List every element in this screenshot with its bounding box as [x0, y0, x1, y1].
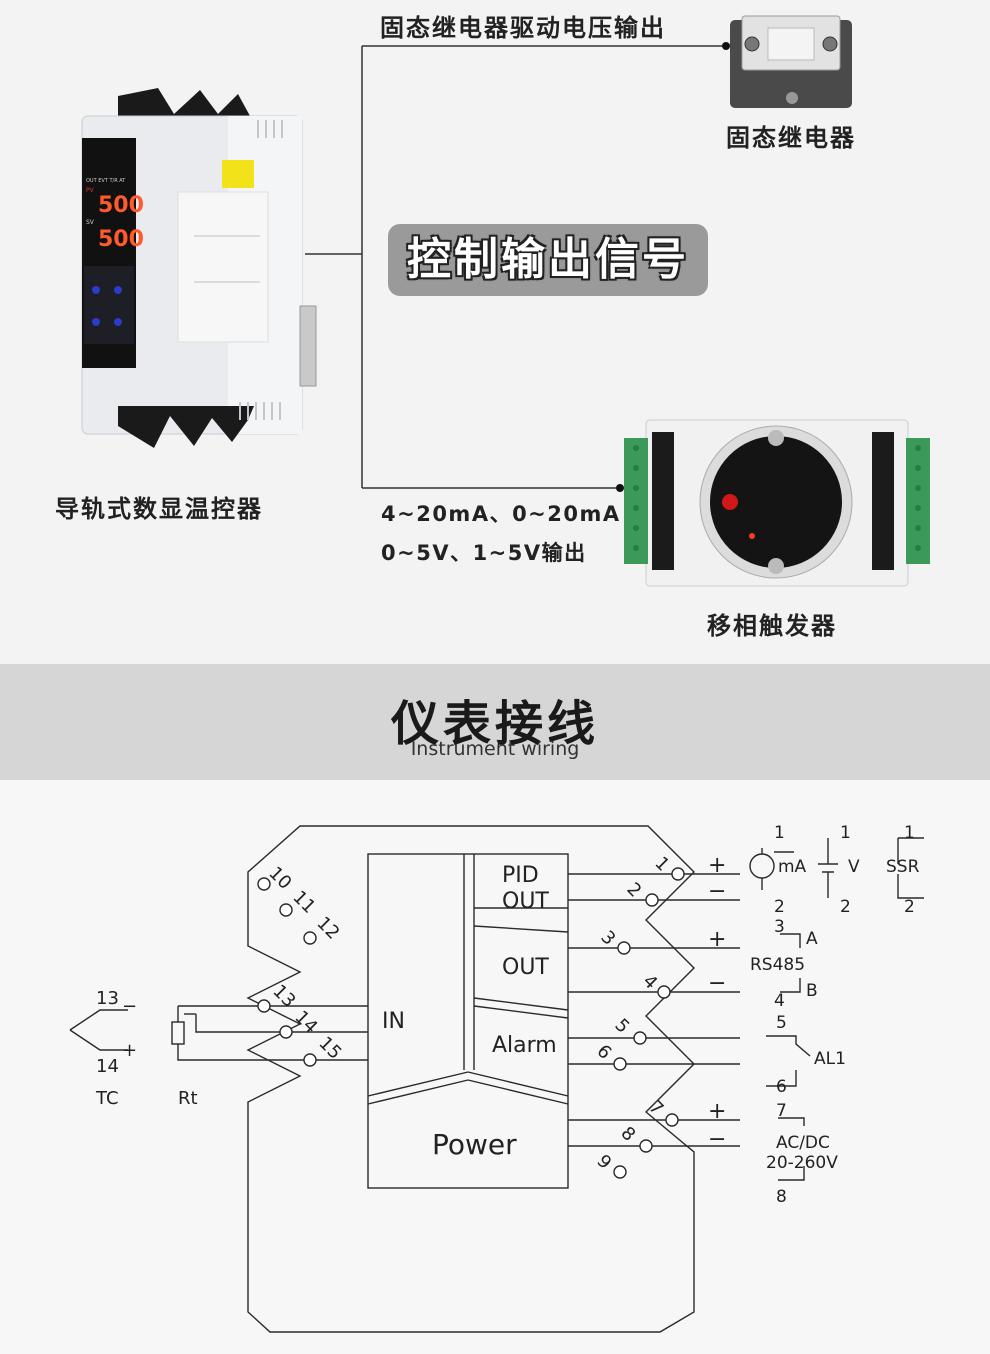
terminal-10: 10: [264, 863, 295, 894]
analog-ssr-n1: 1: [904, 823, 915, 843]
terminal-14: 14: [290, 1007, 321, 1038]
terminal-11: 11: [288, 887, 319, 918]
power-acdc: AC/DC: [776, 1133, 830, 1153]
pv-display: 500: [98, 193, 144, 218]
terminal-12: 12: [312, 913, 343, 944]
tc-minus: −: [122, 996, 137, 1017]
terminal-15: 15: [314, 1033, 345, 1064]
sv-display: 500: [98, 227, 144, 252]
wiring-section: [0, 780, 990, 1354]
sign-plus-1: +: [708, 853, 726, 878]
sign-plus-7: +: [708, 1099, 726, 1124]
control-output-box: [388, 224, 708, 296]
terminal-7: 7: [644, 1097, 667, 1120]
sign-minus-2: −: [708, 879, 726, 904]
sign-plus-3: +: [708, 927, 726, 952]
al1-label: AL1: [814, 1049, 846, 1069]
pid-out-label-2: OUT: [502, 889, 549, 914]
terminal-5: 5: [610, 1015, 633, 1038]
tc-label: TC: [95, 1088, 119, 1109]
power-n7: 7: [776, 1101, 787, 1121]
analog-v-label: V: [848, 857, 860, 877]
analog-ma-n1: 1: [774, 823, 785, 843]
sign-minus-8: −: [708, 1127, 726, 1152]
wiring-diagram: PID OUT OUT Alarm IN Power 10 11 12 13 1…: [69, 823, 924, 1333]
section-band: [0, 664, 990, 780]
al1-n6: 6: [776, 1077, 787, 1097]
power-n8: 8: [776, 1187, 787, 1207]
power-label: Power: [432, 1128, 517, 1161]
tc-terminal-14: 14: [96, 1056, 119, 1077]
in-label: IN: [382, 1009, 405, 1034]
pid-out-label-1: PID: [502, 863, 539, 888]
wiring-title: 仪表接线: [390, 696, 599, 752]
wiring-subtitle: Instrument wiring: [410, 738, 580, 760]
connector-lines: [305, 42, 730, 492]
svg-text:PV: PV: [86, 187, 95, 194]
terminal-3: 3: [596, 927, 619, 950]
trigger-label: 移相触发器: [707, 612, 837, 640]
ssr-voltage-output-label: 固态继电器驱动电压输出: [380, 14, 666, 42]
rs485-n3: 3: [774, 917, 785, 937]
analog-ma-label: mA: [778, 857, 807, 877]
rs485-label: RS485: [750, 955, 805, 975]
phase-trigger: [624, 419, 930, 587]
rt-label: Rt: [178, 1088, 198, 1109]
ssr-label: 固态继电器: [726, 124, 856, 152]
power-voltage: 20-260V: [766, 1153, 838, 1173]
out-label: OUT: [502, 955, 549, 980]
rs485-a: A: [806, 929, 818, 949]
analog-ssr-n2: 2: [904, 897, 915, 917]
controller-label: 导轨式数显温控器: [55, 495, 263, 523]
terminal-8: 8: [616, 1123, 639, 1146]
tc-terminal-13: 13: [96, 988, 119, 1009]
rs485-b: B: [806, 981, 818, 1001]
terminal-9: 9: [592, 1151, 615, 1174]
rs485-n4: 4: [774, 991, 785, 1011]
controller-device: OUT EVT T/R AT PV 500 SV 500: [81, 88, 317, 448]
analog-ma-n2: 2: [774, 897, 785, 917]
control-output-title: 控制输出信号: [407, 234, 689, 285]
analog-signals-line1: 4~20mA、0~20mA: [381, 502, 621, 526]
al1-n5: 5: [776, 1013, 787, 1033]
tc-plus: +: [122, 1040, 137, 1061]
analog-signals-line2: 0~5V、1~5V输出: [381, 541, 587, 565]
solid-state-relay: [730, 15, 852, 108]
sign-minus-4: −: [708, 971, 726, 996]
analog-ssr-label: SSR: [886, 857, 920, 877]
svg-text:OUT EVT T/R AT: OUT EVT T/R AT: [86, 178, 126, 184]
terminal-6: 6: [592, 1041, 615, 1064]
alarm-label: Alarm: [492, 1033, 557, 1058]
analog-v-n2: 2: [840, 897, 851, 917]
svg-text:SV: SV: [86, 219, 95, 226]
terminal-1: 1: [650, 853, 673, 876]
analog-v-n1: 1: [840, 823, 851, 843]
terminal-2: 2: [622, 879, 645, 902]
